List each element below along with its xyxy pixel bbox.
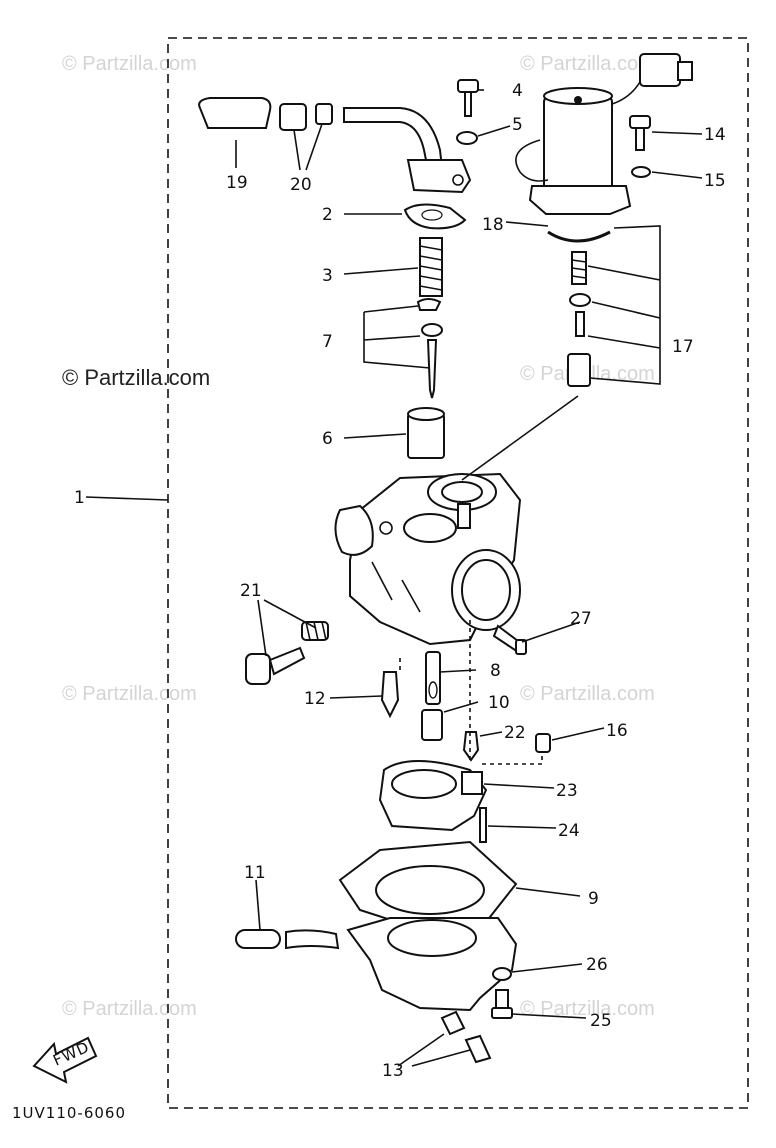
fwd-arrow-icon: FWD bbox=[32, 1036, 98, 1084]
callout-4: 4 bbox=[512, 81, 523, 101]
part-27-screw bbox=[492, 624, 527, 655]
callout-labels: 1 19 20 4 5 2 3 7 6 18 14 15 17 21 27 8 … bbox=[74, 81, 726, 1081]
part-9-gasket bbox=[338, 840, 518, 930]
part-13-drain-screw bbox=[440, 1010, 492, 1064]
part-1-carburetor-body bbox=[334, 472, 522, 646]
callout-23: 23 bbox=[556, 781, 578, 801]
part-26-washer bbox=[492, 967, 512, 981]
callout-11: 11 bbox=[244, 863, 266, 883]
part-3-spring bbox=[419, 237, 443, 297]
part-12-jet bbox=[380, 671, 400, 719]
part-starter-solenoid bbox=[515, 53, 693, 215]
callout-22: 22 bbox=[504, 723, 526, 743]
part-11-hose bbox=[235, 929, 340, 950]
callout-12: 12 bbox=[304, 689, 326, 709]
watermark: © Partzilla.com bbox=[62, 998, 197, 1020]
callout-27: 27 bbox=[570, 609, 592, 629]
callout-2: 2 bbox=[322, 205, 333, 225]
leader-lines bbox=[85, 89, 703, 1067]
part-25-screw bbox=[491, 989, 513, 1019]
part-21-pilot-screw bbox=[245, 621, 329, 685]
callout-26: 26 bbox=[586, 955, 608, 975]
part-float-bowl bbox=[346, 917, 518, 1012]
part-15-washer bbox=[631, 166, 651, 178]
watermark: © Partzilla.com bbox=[520, 683, 655, 705]
callout-14: 14 bbox=[704, 125, 726, 145]
watermark: © Partzilla.com bbox=[62, 683, 197, 705]
callout-13: 13 bbox=[382, 1061, 404, 1081]
part-6-slide bbox=[407, 407, 445, 459]
part-fuel-elbow bbox=[343, 107, 472, 194]
watermark: © Partzilla.com bbox=[520, 53, 655, 75]
watermark-group: © Partzilla.com © Partzilla.com © Partzi… bbox=[62, 53, 655, 1020]
callout-18: 18 bbox=[482, 215, 504, 235]
part-2-gasket bbox=[403, 203, 467, 230]
part-18-o-ring bbox=[547, 230, 611, 243]
part-16-screw bbox=[535, 733, 551, 753]
part-14-screw bbox=[629, 115, 651, 151]
part-22-float-valve bbox=[462, 731, 480, 762]
callout-8: 8 bbox=[490, 661, 501, 681]
assembly-frame bbox=[167, 37, 749, 1109]
part-23-float bbox=[378, 760, 488, 832]
watermark: © Partzilla.com bbox=[62, 53, 197, 75]
part-20-fittings bbox=[279, 103, 333, 131]
watermark-main: © Partzilla.com bbox=[62, 365, 210, 390]
callout-24: 24 bbox=[558, 821, 580, 841]
part-4-screw bbox=[457, 79, 479, 117]
callout-9: 9 bbox=[588, 889, 599, 909]
callout-20: 20 bbox=[290, 175, 312, 195]
callout-10: 10 bbox=[488, 693, 510, 713]
callout-19: 19 bbox=[226, 173, 248, 193]
part-8-needle-jet bbox=[425, 651, 441, 705]
part-7-needle-set bbox=[416, 298, 443, 399]
callout-6: 6 bbox=[322, 429, 333, 449]
callout-7: 7 bbox=[322, 332, 333, 352]
part-19-cap bbox=[198, 97, 272, 129]
callout-25: 25 bbox=[590, 1011, 612, 1031]
callout-3: 3 bbox=[322, 266, 333, 286]
part-5-washer bbox=[456, 131, 478, 145]
part-17-plunger-set bbox=[567, 251, 591, 387]
callout-17: 17 bbox=[672, 337, 694, 357]
diagram-code: 1UV110-6060 bbox=[12, 1104, 126, 1122]
part-24-pin bbox=[479, 807, 487, 843]
callout-21: 21 bbox=[240, 581, 262, 601]
callout-5: 5 bbox=[512, 115, 523, 135]
callout-16: 16 bbox=[606, 721, 628, 741]
part-10-main-jet bbox=[421, 709, 443, 741]
callout-1: 1 bbox=[74, 488, 85, 508]
watermark: © Partzilla.com bbox=[520, 998, 655, 1020]
callout-15: 15 bbox=[704, 171, 726, 191]
